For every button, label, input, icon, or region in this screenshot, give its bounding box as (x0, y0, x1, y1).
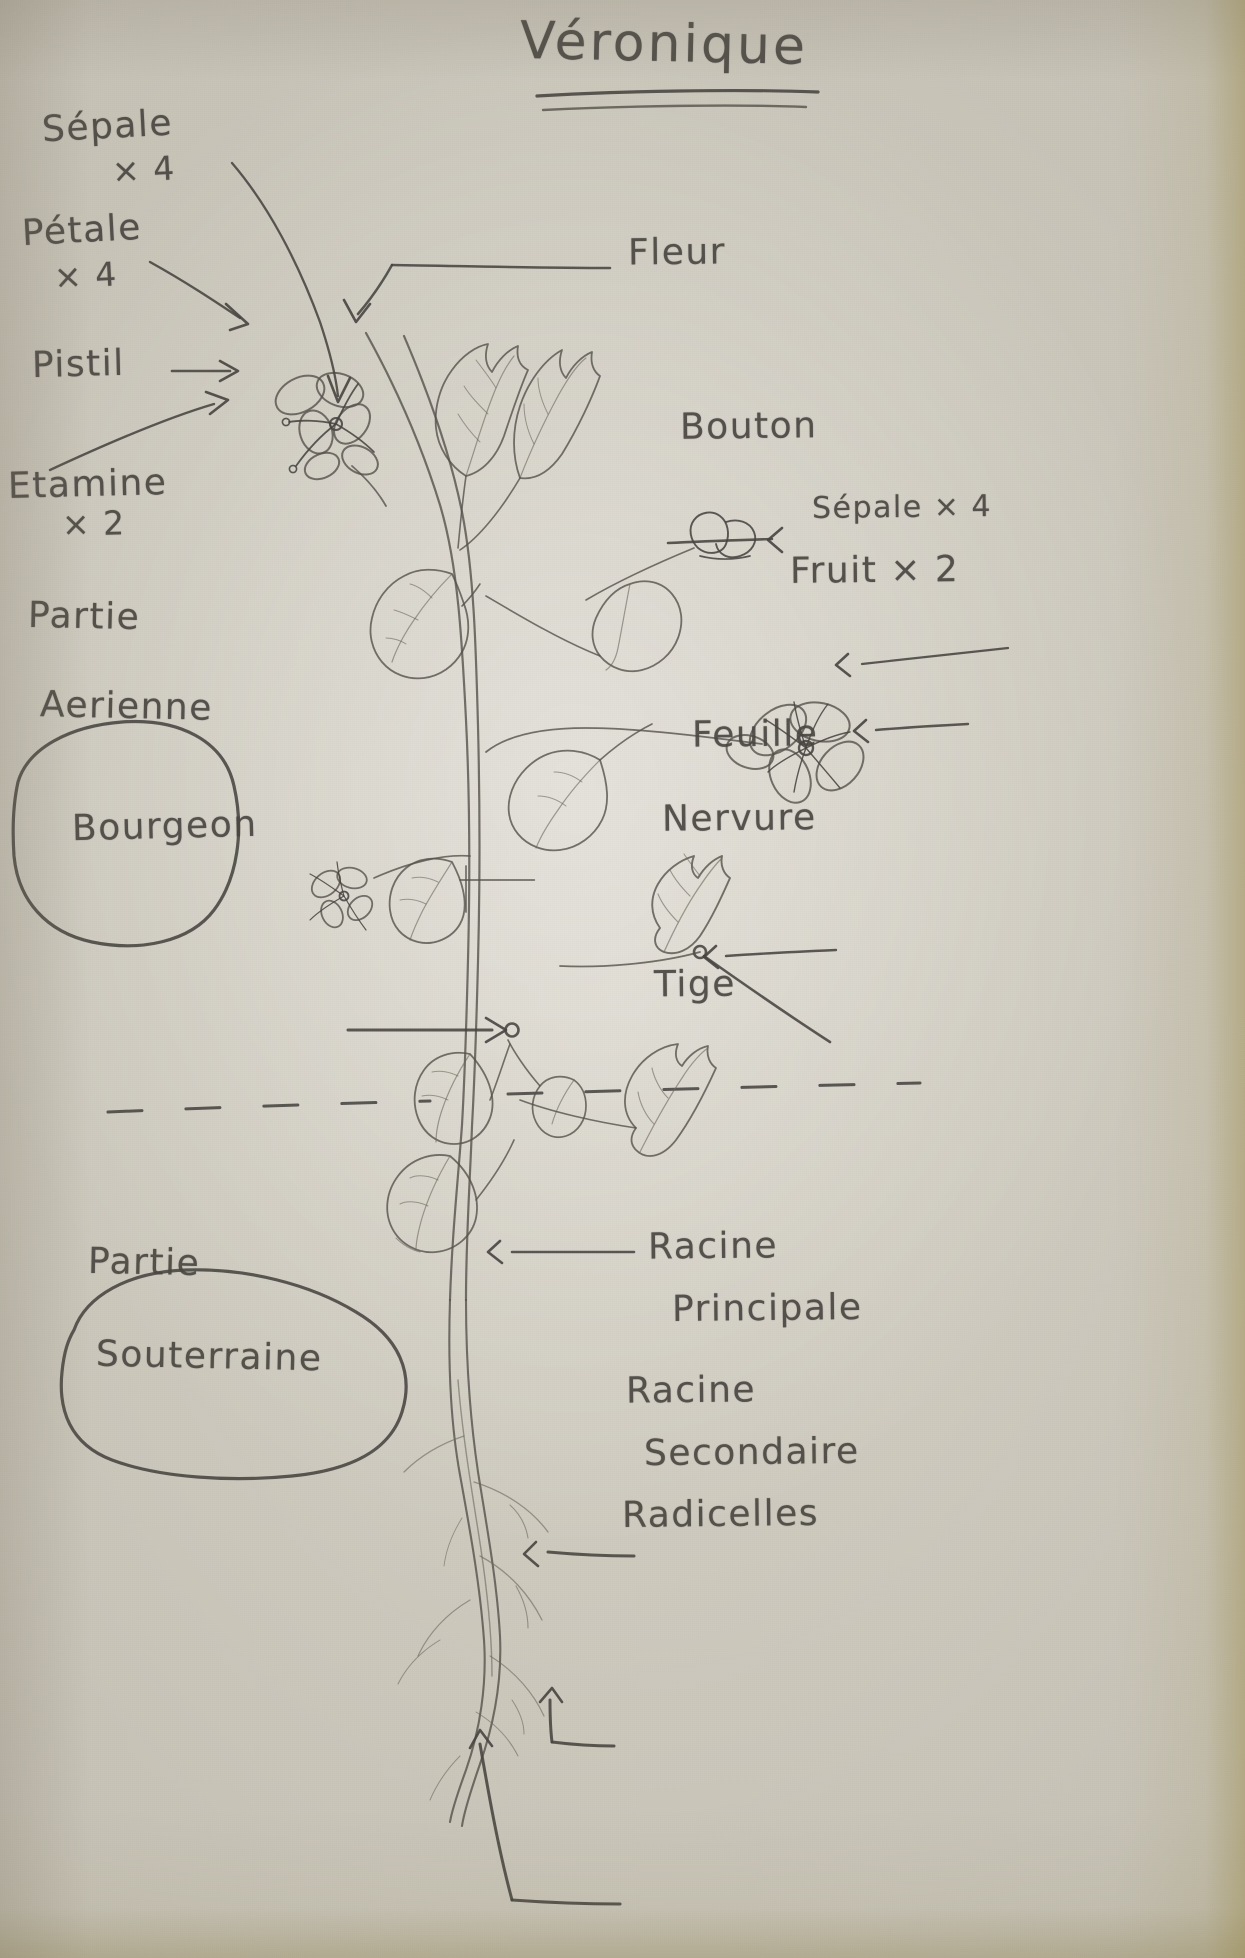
label-racine-principale-line2: Principale (671, 1287, 863, 1330)
zone-souterraine-line1: Partie (87, 1240, 201, 1285)
label-bourgeon: Bourgeon (71, 803, 259, 850)
label-pistil: Pistil (31, 342, 126, 387)
page-title: Véronique (519, 10, 809, 78)
zone-aerienne-line2: Aerienne (39, 684, 214, 729)
label-etamine-count: × 2 (61, 503, 127, 544)
label-radicelles: Radicelles (621, 1492, 820, 1537)
label-sepale-top: Sépale (40, 102, 174, 151)
label-nervure: Nervure (661, 797, 817, 840)
label-petale: Pétale (20, 206, 143, 255)
zone-souterraine-line2: Souterraine (95, 1333, 323, 1380)
label-sepale-top-count: × 4 (111, 148, 177, 191)
label-fleur: Fleur (627, 231, 727, 274)
label-racine-secondaire-line1: Racine (625, 1369, 757, 1412)
label-sepale-right: Sépale × 4 (811, 489, 993, 526)
label-bouton: Bouton (679, 405, 818, 448)
label-tige: Tige (653, 963, 737, 1006)
label-racine-principale-line1: Racine (647, 1225, 779, 1268)
label-racine-secondaire-line2: Secondaire (643, 1430, 860, 1475)
zone-aerienne-line1: Partie (27, 594, 141, 639)
label-etamine: Etamine (7, 462, 168, 507)
label-fruit: Fruit × 2 (789, 549, 960, 592)
label-feuille: Feuille (691, 713, 819, 756)
label-petale-count: × 4 (53, 254, 119, 297)
